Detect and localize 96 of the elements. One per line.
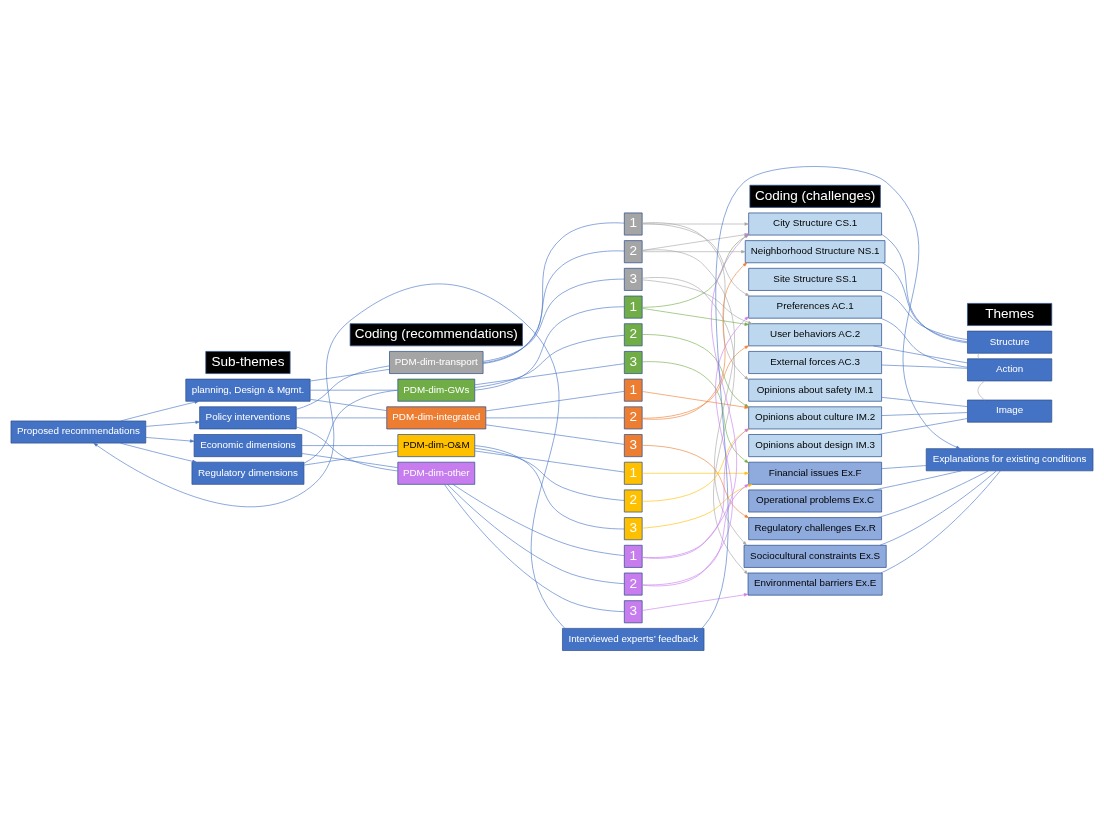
connector bbox=[881, 396, 968, 407]
connector bbox=[310, 398, 387, 411]
arrow bbox=[145, 420, 200, 427]
arrow bbox=[642, 307, 749, 326]
arrow bbox=[642, 471, 749, 475]
node-box: 2 bbox=[623, 239, 643, 263]
node-box: Interviewed experts’ feedback bbox=[562, 627, 705, 651]
node-box: PDM-dim-GWs bbox=[397, 378, 476, 402]
connector bbox=[474, 444, 625, 529]
node-box: Operational problems Ex.C bbox=[748, 489, 882, 512]
connector bbox=[880, 289, 968, 340]
node-box: 3 bbox=[623, 599, 643, 623]
node-box: Regulatory challenges Ex.R bbox=[748, 516, 882, 540]
node-box: External forces AC.3 bbox=[748, 350, 882, 374]
arrow bbox=[642, 444, 749, 518]
node-box: Economic dimensions bbox=[193, 433, 303, 457]
node-box: Environmental barriers Ex.E bbox=[747, 572, 883, 595]
connector bbox=[474, 334, 625, 388]
arrow bbox=[701, 165, 961, 629]
arrow bbox=[642, 592, 749, 611]
connector bbox=[452, 483, 625, 556]
connector bbox=[873, 470, 962, 490]
node-box: Opinions about safety IM.1 bbox=[748, 378, 882, 402]
arrow bbox=[120, 400, 199, 421]
node-box: Opinions about culture IM.2 bbox=[748, 405, 882, 429]
connector bbox=[474, 450, 625, 472]
node-box: PDM-dim-transport bbox=[389, 350, 484, 374]
connector bbox=[447, 483, 625, 584]
connector bbox=[296, 365, 390, 410]
node-box: 2 bbox=[623, 405, 643, 429]
node-box: Coding (recommendations) bbox=[349, 322, 523, 346]
connector bbox=[882, 262, 968, 342]
node-box: Themes bbox=[967, 302, 1053, 326]
connector bbox=[474, 447, 625, 501]
connector bbox=[444, 483, 625, 612]
connector bbox=[881, 464, 927, 469]
connector bbox=[879, 470, 997, 546]
node-box: Image bbox=[967, 399, 1053, 423]
arrow bbox=[641, 279, 753, 324]
connector bbox=[880, 470, 1001, 573]
arrow bbox=[120, 442, 197, 463]
node-box: PDM-dim-O&M bbox=[397, 433, 476, 457]
node-box: Site Structure SS.1 bbox=[748, 267, 882, 291]
connector bbox=[474, 306, 625, 390]
node-box: Policy interventions bbox=[199, 405, 297, 429]
connector bbox=[873, 345, 968, 363]
node-box: 2 bbox=[623, 322, 643, 346]
node-box: 1 bbox=[623, 295, 643, 319]
node-box: 3 bbox=[623, 516, 643, 540]
connector bbox=[296, 417, 388, 418]
connector bbox=[485, 390, 625, 411]
connector bbox=[310, 368, 390, 381]
node-box: Coding (challenges) bbox=[749, 184, 881, 208]
node-box: Sociocultural constraints Ex.S bbox=[743, 544, 887, 568]
arrow bbox=[641, 483, 753, 528]
connector bbox=[877, 470, 989, 518]
node-box: Proposed recommendations bbox=[10, 420, 147, 443]
connector bbox=[877, 417, 968, 435]
connector bbox=[482, 222, 625, 364]
node-box: Structure bbox=[967, 330, 1053, 354]
arrow bbox=[145, 436, 195, 443]
connector bbox=[482, 250, 625, 363]
node-box: 1 bbox=[623, 461, 643, 485]
connector bbox=[880, 317, 968, 368]
node-box: 2 bbox=[623, 489, 643, 512]
connector bbox=[485, 424, 625, 445]
node-box: 2 bbox=[623, 572, 643, 595]
node-box: 3 bbox=[623, 433, 643, 457]
node-box: 1 bbox=[623, 378, 643, 402]
node-box: Opinions about design IM.3 bbox=[748, 433, 882, 457]
arrow bbox=[642, 221, 749, 226]
node-box: City Structure CS.1 bbox=[748, 212, 882, 235]
arrow bbox=[93, 283, 566, 629]
node-box: 1 bbox=[623, 544, 643, 568]
connector bbox=[301, 444, 398, 446]
node-box: PDM-dim-other bbox=[397, 461, 476, 485]
connector bbox=[482, 278, 625, 362]
node-box: 3 bbox=[623, 267, 643, 291]
node-box: Action bbox=[967, 357, 1053, 381]
connector bbox=[303, 389, 398, 463]
connector bbox=[881, 411, 968, 416]
connector bbox=[881, 364, 968, 369]
node-box: Sub-themes bbox=[205, 350, 291, 374]
connector bbox=[881, 233, 968, 343]
node-box: 3 bbox=[623, 350, 643, 374]
connector bbox=[977, 352, 980, 359]
connector bbox=[977, 380, 985, 400]
node-box: PDM-dim-integrated bbox=[386, 405, 487, 429]
arrow bbox=[641, 483, 749, 585]
node-box: Preferences AC.1 bbox=[748, 295, 882, 319]
node-box: 1 bbox=[623, 212, 643, 235]
connector bbox=[474, 362, 625, 385]
node-box: Neighborhood Structure NS.1 bbox=[744, 239, 886, 263]
connector bbox=[296, 426, 398, 471]
connector bbox=[485, 417, 625, 418]
arrow bbox=[642, 249, 746, 253]
